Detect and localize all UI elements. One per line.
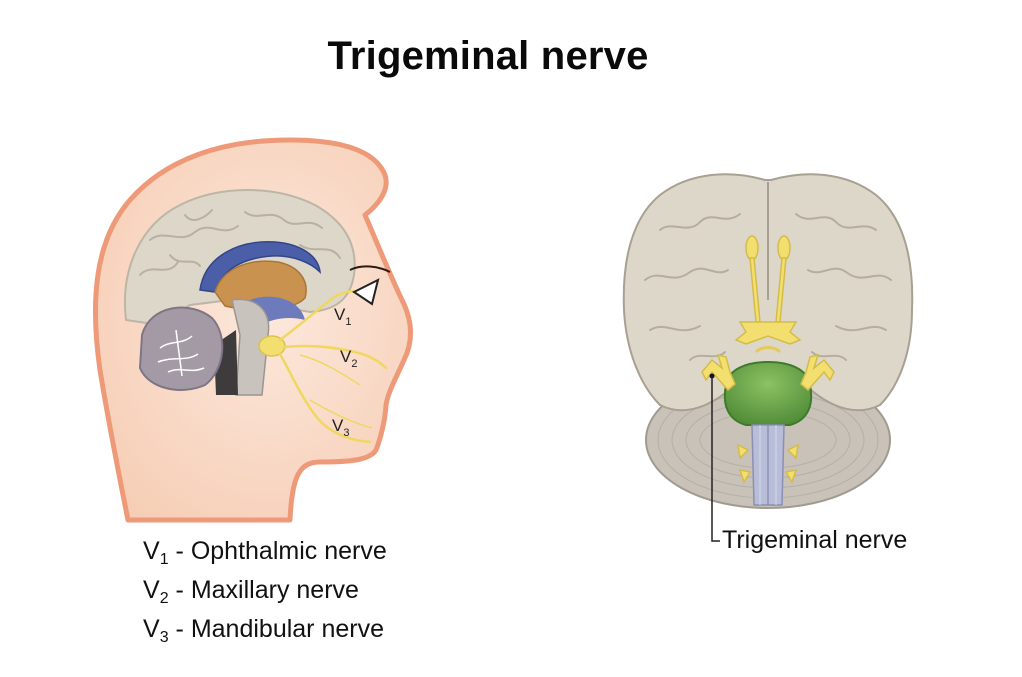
cerebellum — [138, 306, 224, 391]
v2-branch — [282, 344, 388, 370]
legend-item-v1: V1 - Ophthalmic nerve — [143, 537, 387, 568]
pons — [723, 360, 813, 426]
head-label-v2: V2 — [340, 347, 357, 370]
legend-item-v3: V3 - Mandibular nerve — [143, 615, 384, 646]
v3-branch — [278, 352, 372, 444]
brain-inferior-illustration — [622, 173, 914, 542]
inferior-gyri — [644, 213, 892, 361]
brain-gyri — [139, 209, 341, 276]
olfactory-tracts — [745, 235, 791, 323]
eye-icon — [352, 278, 380, 306]
legend-item-v2: V2 - Maxillary nerve — [143, 576, 359, 607]
head-label-v1: V1 — [334, 305, 351, 328]
trigeminal-nerve-head — [258, 290, 388, 444]
trigeminal-root-left — [701, 353, 736, 392]
cerebellum-arbor — [157, 329, 205, 377]
brainstem — [231, 298, 270, 396]
page-title: Trigeminal nerve — [327, 34, 649, 78]
trigeminal-nerve-label: Trigeminal nerve — [722, 526, 908, 554]
head-sagittal-illustration: V1 V2 V3 — [92, 137, 414, 523]
trigeminal-root-right — [800, 353, 835, 392]
nerve-branch-legend: V1 - Ophthalmic nerve V2 - Maxillary ner… — [143, 536, 387, 653]
lateral-ventricle — [199, 241, 321, 293]
v1-branch — [278, 290, 364, 342]
optic-chiasm — [734, 321, 802, 345]
head-label-v3: V3 — [332, 416, 349, 439]
trigeminal-roots — [701, 353, 835, 484]
trigeminal-leader-line — [711, 376, 720, 542]
